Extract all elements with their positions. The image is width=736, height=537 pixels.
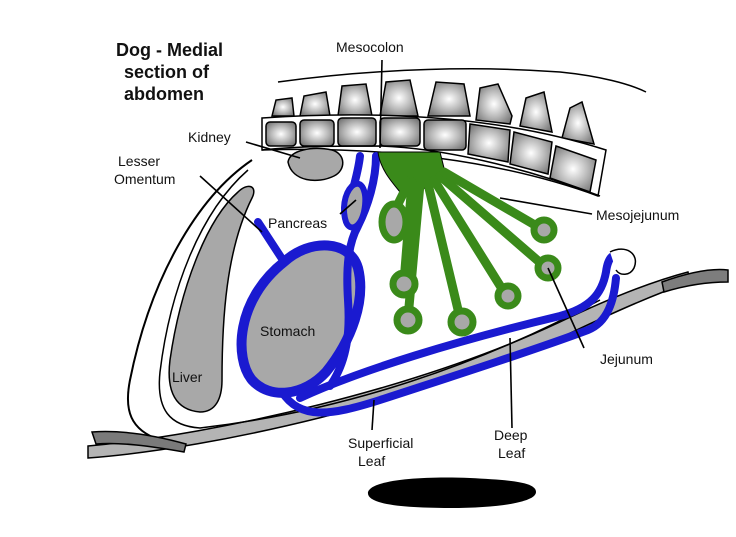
leader-pancreas [339,199,357,215]
label-lesser-omentum-line1: Lesser [118,153,160,169]
mesojejunum-stalk [429,175,509,297]
mesojejunum-stalk [399,177,417,287]
leader-kidney [245,141,301,159]
label-pancreas: Pancreas [268,215,327,231]
label-superficial-leaf-line2: Leaf [358,453,385,469]
kidney [287,147,344,182]
greater-omentum-deep-leaf [296,251,622,402]
leader-mesocolon [379,59,383,149]
spinous-process [427,81,471,117]
vertebral-bodies [265,117,597,193]
spinous-process [475,83,513,125]
spinous-process [561,100,596,145]
liver [168,185,255,413]
label-kidney: Kidney [188,129,231,145]
vertebral-body [299,119,335,147]
leader-superficial-leaf [371,399,375,431]
mesojejunum-fan [389,167,549,323]
vertebral-body [423,119,467,151]
label-deep-leaf-line2: Leaf [498,445,525,461]
stomach-wall [236,240,366,398]
jejunum-loop [530,216,558,244]
label-liver: Liver [172,369,203,385]
label-superficial-leaf-line1: Superficial [348,435,413,451]
label-lesser-omentum-line2: Omentum [114,171,175,187]
title-line-1: Dog - Medial [116,40,223,60]
jejunum-loop [378,200,410,244]
spinous-process [519,91,553,133]
label-jejunum: Jejunum [600,351,653,367]
leader-lesser-omentum [199,175,263,233]
vertebral-body [379,117,421,147]
vertebral-body [337,117,377,147]
jejunum-loop [389,269,419,299]
spinous-process [337,83,373,117]
vertebral-body [467,123,511,163]
jejunum-loop [393,305,423,335]
diaphragm-flap [90,430,187,453]
peritoneal-lining [158,145,601,429]
leader-deep-leaf [509,337,513,429]
mesojejunum-stalk [435,171,549,271]
vertebral-body [509,131,553,175]
label-stomach: Stomach [260,323,315,339]
label-mesocolon: Mesocolon [336,39,404,55]
leader-lines [199,59,593,431]
mesentery-blue-stalk [326,152,380,390]
diaphragm-outline [126,159,253,441]
dorsal-body-wall [277,68,647,93]
title-line-2: section of [124,62,210,82]
spinous-process [299,91,331,117]
title-line-3: abdomen [124,84,204,104]
greater-omentum-superficial-leaf [278,274,620,417]
jejunum-loop [494,282,522,310]
spinous-processes [271,79,596,145]
spinous-process [271,97,295,117]
redaction-blob [367,477,536,508]
label-deep-leaf-line1: Deep [494,427,528,443]
label-mesojejunum: Mesojejunum [596,207,679,223]
mesojejunum-stalk [423,179,465,323]
vertebral-body [265,121,297,147]
omental-bursa-fold [609,248,637,275]
ventral-tail-flap [661,268,729,293]
pancreas [341,180,369,231]
mesojejunum-stalk [439,167,545,233]
spinous-process [379,79,419,117]
leader-jejunum [547,267,585,349]
jejunum-loop [447,307,477,337]
leader-mesojejunum [499,197,593,215]
